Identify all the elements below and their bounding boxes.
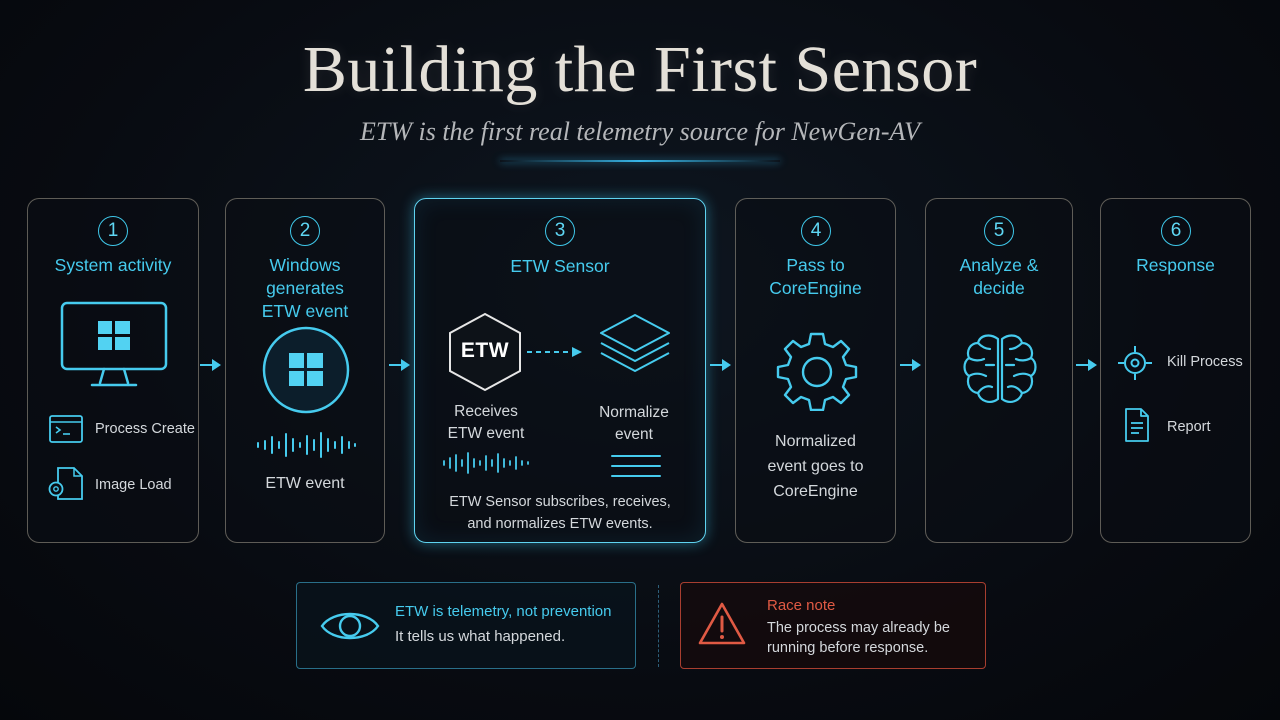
windows-logo-icon xyxy=(262,326,350,414)
step-number-1: 1 xyxy=(98,216,128,246)
etw-sensor-description-line-2: and normalizes ETW events. xyxy=(467,516,653,532)
activity-label-process-create: Process Create xyxy=(95,421,195,437)
warning-triangle-icon xyxy=(698,602,746,645)
flow-arrow-1 xyxy=(200,359,221,371)
gear-icon xyxy=(776,332,858,411)
step-number-3: 3 xyxy=(545,216,575,246)
response-label-kill-process: Kill Process xyxy=(1167,354,1243,370)
dashed-arrow-icon xyxy=(527,347,582,357)
file-gear-icon xyxy=(48,467,83,500)
step-title-2-line-3: ETW event xyxy=(261,301,349,321)
step-number-4: 4 xyxy=(801,216,831,246)
coreengine-caption-line-1: Normalized xyxy=(775,433,856,450)
step-title-6: Response xyxy=(1136,255,1215,275)
race-note-title: Race note xyxy=(767,597,836,614)
page-title: Building the First Sensor xyxy=(302,33,978,106)
brain-icon xyxy=(963,334,1037,403)
title-glow-divider xyxy=(500,160,780,162)
telemetry-note-body: It tells us what happened. xyxy=(395,628,566,645)
telemetry-note-box: ETW is telemetry, not prevention It tell… xyxy=(296,582,636,669)
step-card-3-etw-sensor: 3 ETW Sensor ETW Receives ETW event Norm… xyxy=(414,198,706,543)
monitor-windows-icon xyxy=(60,301,168,387)
step-title-4-line-1: Pass to xyxy=(786,255,845,275)
coreengine-caption-line-2: event goes to xyxy=(767,458,864,475)
step-title-5-line-2: decide xyxy=(973,278,1025,298)
flow-arrow-3 xyxy=(710,359,731,371)
step-card-6: 6 Response Kill Process Report xyxy=(1100,198,1251,543)
normalize-caption-line-2: event xyxy=(615,426,653,443)
normalize-caption-line-1: Normalize xyxy=(599,404,669,421)
flow-arrow-5 xyxy=(1076,359,1097,371)
etw-sensor-description-line-1: ETW Sensor subscribes, receives, xyxy=(449,494,671,510)
step-title-3: ETW Sensor xyxy=(510,256,610,276)
step-card-4: 4 Pass to CoreEngine Normalized event go… xyxy=(735,198,896,543)
step-card-2: 2 Windows generates ETW event ETW event xyxy=(225,198,385,543)
page-subtitle: ETW is the first real telemetry source f… xyxy=(359,117,920,146)
etw-badge-hexagon: ETW xyxy=(446,311,524,393)
hexagon-icon xyxy=(449,312,521,392)
coreengine-caption-line-3: CoreEngine xyxy=(773,483,858,500)
etw-event-caption: ETW event xyxy=(265,475,345,492)
layers-stack-icon xyxy=(600,314,670,372)
receives-caption-line-2: ETW event xyxy=(447,425,525,442)
step-title-2-line-2: generates xyxy=(266,278,344,298)
step-title-4-line-2: CoreEngine xyxy=(769,278,862,298)
race-note-body-line-1: The process may already be xyxy=(767,620,950,636)
step-number-2: 2 xyxy=(290,216,320,246)
race-note-body-line-2: running before response. xyxy=(767,640,929,656)
step-card-5: 5 Analyze & decide xyxy=(925,198,1073,543)
response-label-report: Report xyxy=(1167,419,1211,435)
crosshair-icon xyxy=(1118,346,1152,380)
eye-icon xyxy=(320,612,380,640)
step-number-5: 5 xyxy=(984,216,1014,246)
signal-waveform-small-icon xyxy=(443,452,529,474)
receives-caption-line-1: Receives xyxy=(454,403,518,420)
activity-label-image-load: Image Load xyxy=(95,477,172,493)
step-title-2-line-1: Windows xyxy=(269,255,341,275)
step-number-6: 6 xyxy=(1161,216,1191,246)
telemetry-note-title: ETW is telemetry, not prevention xyxy=(395,603,612,620)
step-title-1: System activity xyxy=(54,255,172,275)
normalized-lines-icon xyxy=(611,455,661,477)
flow-arrow-2 xyxy=(389,359,410,371)
terminal-window-icon xyxy=(49,415,83,443)
flow-arrow-4 xyxy=(900,359,921,371)
race-note-box: Race note The process may already be run… xyxy=(680,582,986,669)
etw-badge-label: ETW xyxy=(460,339,510,362)
step-title-5-line-1: Analyze & xyxy=(959,255,1039,275)
notes-divider xyxy=(658,585,659,667)
step-card-1: 1 System activity Process Create Image L… xyxy=(27,198,199,543)
report-document-icon xyxy=(1125,408,1149,442)
signal-waveform-icon xyxy=(257,432,356,458)
